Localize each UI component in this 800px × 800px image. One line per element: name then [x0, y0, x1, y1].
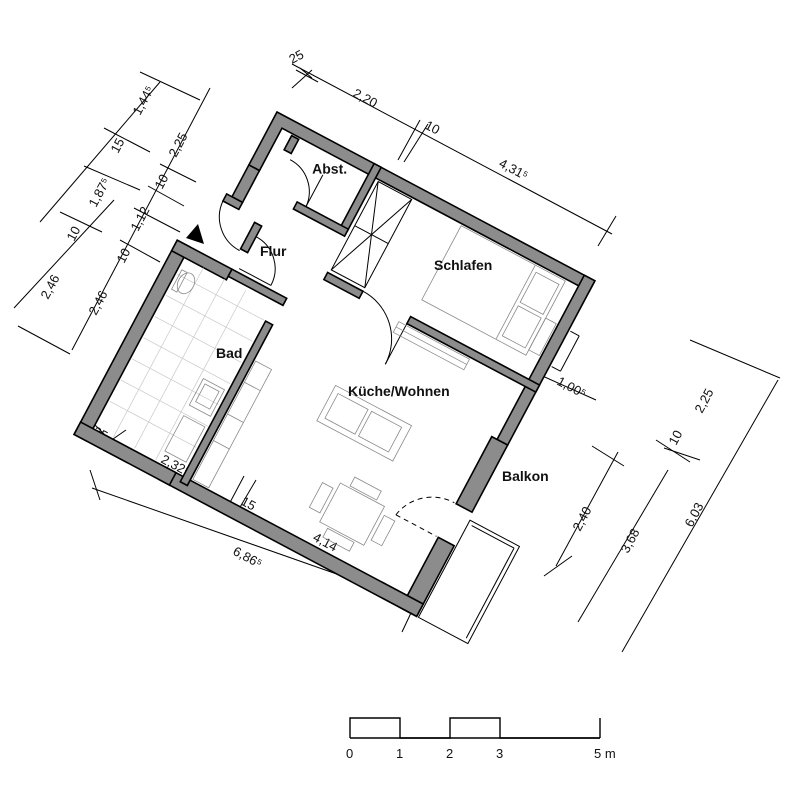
plan-body: Abst. — [72, 110, 596, 645]
room-label-flur: Flur — [260, 243, 287, 259]
dim-top-10: 10 — [423, 117, 443, 137]
dim-right-240: 2,40 — [569, 504, 594, 533]
room-label-abst: Abst. — [312, 161, 347, 177]
doors — [218, 159, 455, 537]
scale-label-2: 2 — [446, 746, 453, 761]
dim-inner-10b: 10 — [151, 172, 171, 192]
dim-inner-10a: 10 — [113, 246, 133, 266]
room-label-kueche: Küche/Wohnen — [348, 383, 450, 399]
room-label-schlafen: Schlafen — [434, 257, 492, 273]
scale-label-0: 0 — [346, 746, 353, 761]
dim-inner-246: 2,46 — [85, 288, 110, 317]
dimension-lines — [13, 63, 781, 653]
dim-bottom-6865: 6,86⁵ — [231, 543, 265, 571]
dim-right-368: 3,68 — [617, 526, 642, 555]
wardrobe — [330, 180, 413, 289]
dim-right-225: 2,25 — [691, 386, 716, 415]
scale-label-3: 3 — [496, 746, 503, 761]
bathroom-fixtures — [109, 267, 264, 463]
dining-set — [308, 476, 396, 552]
window-marks — [551, 330, 580, 372]
dim-right-1005: 1,00⁵ — [555, 373, 589, 401]
dim-inner-112: 1,12 — [127, 204, 152, 233]
sofa — [316, 384, 413, 462]
sideboard — [392, 321, 471, 371]
room-label-balkon: Balkon — [502, 468, 549, 484]
room-label-bad: Bad — [216, 345, 242, 361]
scale-label-1: 1 — [396, 746, 403, 761]
dim-left-246: 2,46 — [37, 272, 62, 301]
dim-left-1875: 1,87⁵ — [85, 175, 113, 209]
dim-right-603: 6,03 — [681, 500, 706, 529]
dim-right-10: 10 — [665, 428, 685, 448]
balcony — [417, 519, 521, 645]
dim-top-220: 2,20 — [351, 85, 380, 110]
scale-label-5m: 5 m — [594, 746, 616, 761]
kitchen-counter — [192, 360, 273, 489]
dimension-labels: 25 2,20 10 4,31⁵ 2,46 10 1,87⁵ 15 1,44⁵ … — [37, 47, 716, 571]
dim-left-15: 15 — [107, 136, 127, 156]
dim-inner-225: 2,25 — [165, 130, 190, 159]
walls — [72, 110, 596, 618]
dim-top-25: 25 — [286, 47, 306, 67]
scale-bar: 0 1 2 3 5 m — [346, 717, 616, 761]
dim-top-4315: 4,31⁵ — [497, 155, 531, 183]
dim-left-1445: 1,44⁵ — [129, 83, 157, 117]
bed — [421, 225, 566, 357]
dim-left-10a: 10 — [63, 224, 83, 244]
entrance-arrow-icon — [186, 224, 204, 244]
